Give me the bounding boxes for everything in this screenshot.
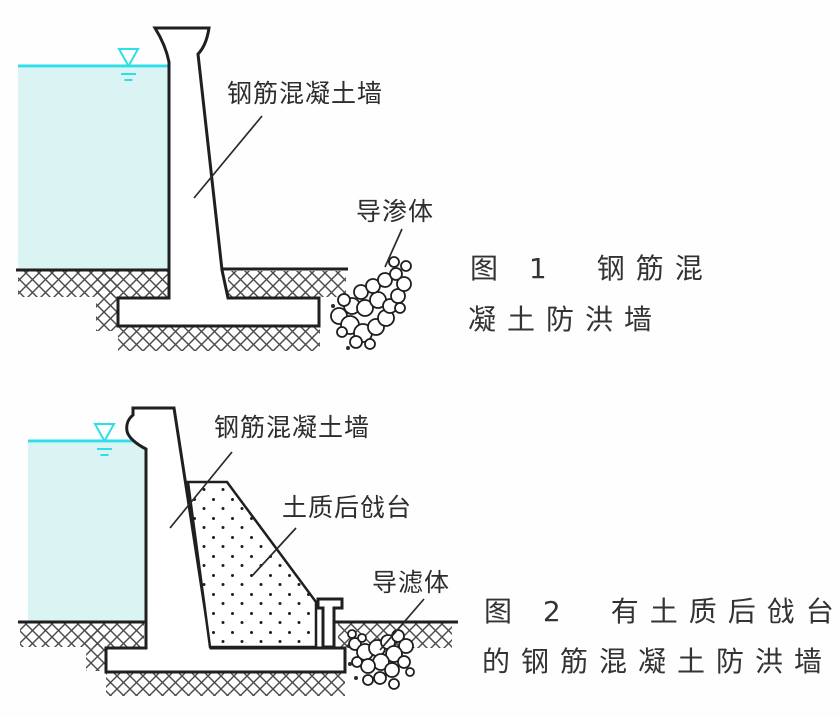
figure2-caption-line1: 图 2 有土质后戗台 bbox=[484, 595, 840, 628]
figure2-wall-label: 钢筋混凝土墙 bbox=[214, 413, 371, 442]
figure1-leader-lines bbox=[193, 115, 403, 268]
figure2-wall bbox=[104, 406, 347, 674]
figure2-filter-label: 导滤体 bbox=[372, 568, 451, 597]
figure2-ground bbox=[18, 620, 458, 696]
figure1-drawing bbox=[16, 26, 412, 351]
figure2-earth-berm bbox=[186, 480, 344, 649]
figure2-berm-label: 土质后戗台 bbox=[282, 493, 413, 522]
figure1-wall-label: 钢筋混凝土墙 bbox=[227, 79, 384, 108]
figure1-ground bbox=[16, 267, 348, 351]
figure2-water bbox=[28, 423, 146, 622]
figure2-leader-lines bbox=[169, 451, 425, 651]
figure2-caption-line2: 的钢筋混凝土防洪墙 bbox=[482, 645, 834, 678]
figure2-drawing bbox=[18, 406, 458, 696]
figure1-wall bbox=[116, 26, 321, 328]
figure1-drain-rocks bbox=[330, 256, 412, 350]
figure1-caption-line2: 凝土防洪墙 bbox=[468, 303, 664, 336]
figure1-drain-label: 导渗体 bbox=[356, 197, 435, 226]
figure1-caption-line1: 图 1 钢筋混 bbox=[470, 252, 714, 285]
figure1-water bbox=[18, 48, 169, 270]
